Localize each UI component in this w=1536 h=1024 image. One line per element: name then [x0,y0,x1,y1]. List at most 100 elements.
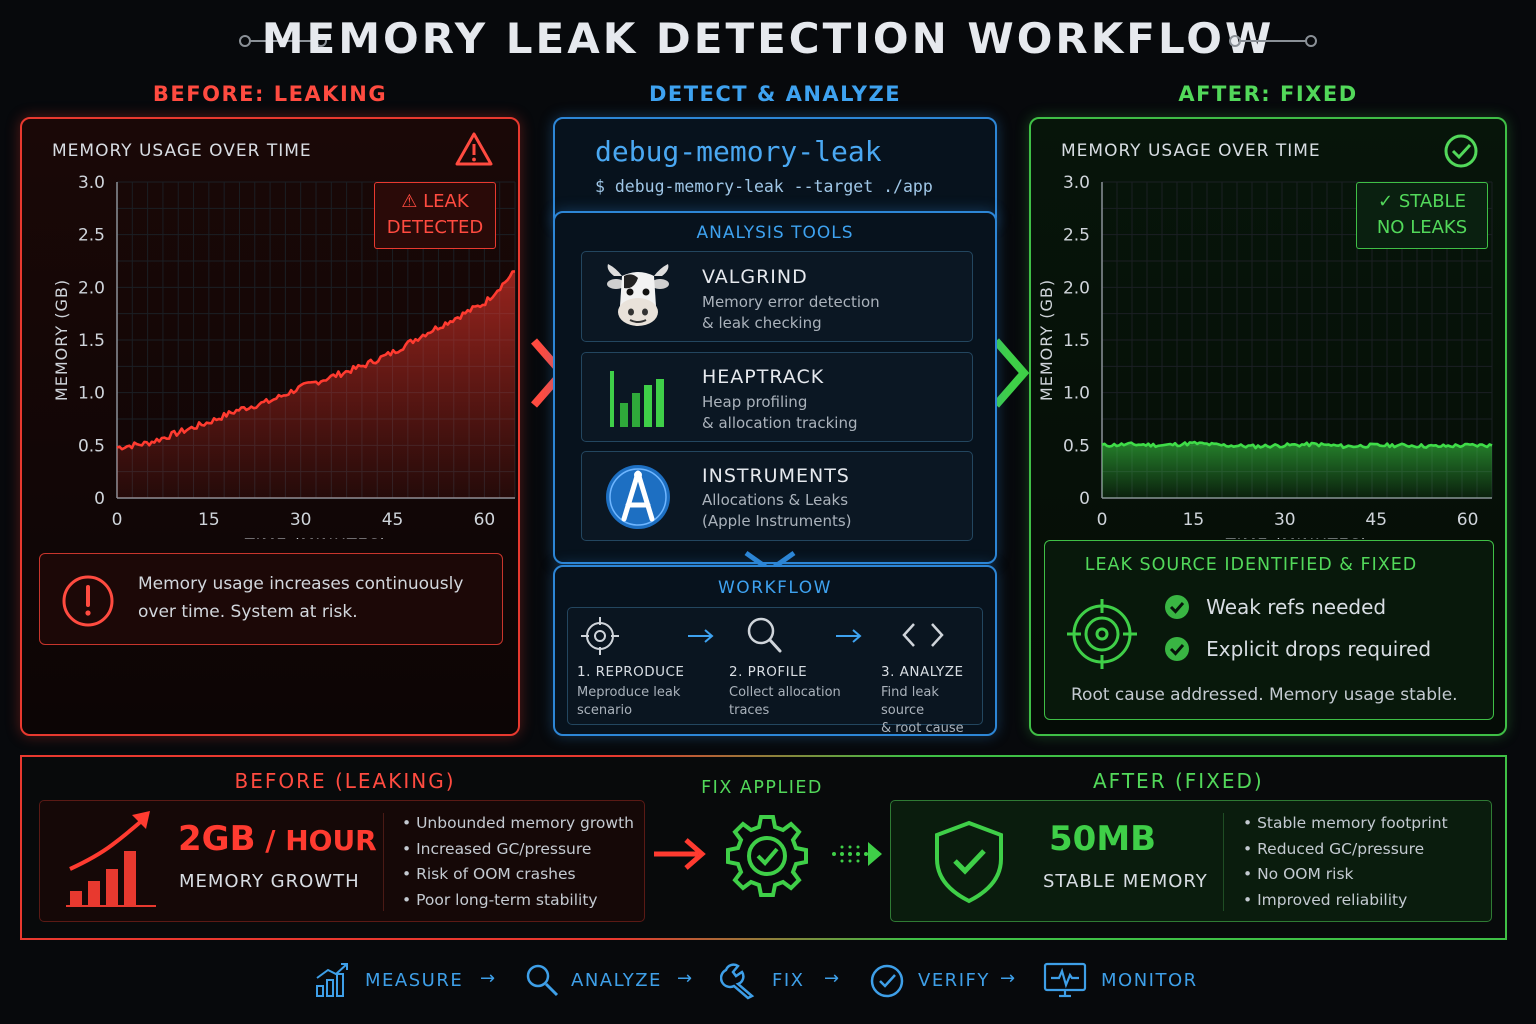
y-tick-label: 2.0 [1063,278,1090,298]
x-tick-label: 60 [1457,510,1479,530]
y-tick-label: 2.5 [1063,226,1090,246]
alert-text: Memory usage increases continuously over… [138,570,463,626]
step-label: 1. REPRODUCE [577,664,685,680]
before-bullets: • Unbounded memory growth • Increased GC… [402,811,634,913]
cow-icon [604,262,672,332]
step-description: Meproduce leak scenario [577,684,717,720]
bullet-text: Poor long-term stability [416,890,598,909]
tool-desc-line-2: & leak checking [702,314,822,332]
dotted-arrow-icon [830,837,886,871]
step-desc-line-1: Collect allocation [729,685,841,700]
magnifier-icon [744,614,784,656]
y-axis-label: MEMORY (GB) [52,279,71,401]
check-icon [1165,595,1189,619]
x-tick-label: 45 [1365,510,1387,530]
step-label: 3. ANALYZE [881,664,964,680]
tool-description: Heap profiling & allocation tracking [702,392,857,434]
tool-heaptrack[interactable]: HEAPTRACK Heap profiling & allocation tr… [581,352,973,442]
y-tick-label: 1.0 [78,384,105,404]
monitor-icon [1043,962,1087,1000]
summary-before-box: 2GB / HOUR MEMORY GROWTH • Unbounded mem… [39,800,645,922]
list-item: • Increased GC/pressure [402,839,592,858]
tool-desc-line-1: Allocations & Leaks [702,491,849,509]
fix-title: LEAK SOURCE IDENTIFIED & FIXED [1084,555,1418,575]
summary-before-title: BEFORE (LEAKING) [234,769,456,793]
divider [383,813,384,911]
step-description: Find leak source & root cause [881,684,985,738]
stable-caption: STABLE MEMORY [1043,871,1208,892]
bullet-text: Stable memory footprint [1257,814,1448,832]
y-axis-label: MEMORY (GB) [1037,279,1056,401]
tool-desc-line-2: & allocation tracking [702,414,858,432]
x-tick-label: 30 [1274,510,1296,530]
workflow-step-reproduce: 1. REPRODUCE Meproduce leak scenario [577,664,717,720]
y-tick-label: 0.5 [1063,436,1090,456]
after-bullets: • Stable memory footprint • Reduced GC/p… [1243,811,1448,913]
instruments-icon [604,461,676,533]
fix-applied-label: FIX APPLIED [701,778,823,798]
summary-band: BEFORE (LEAKING) 2GB / HOUR MEMORY GROWT… [20,755,1507,940]
step-arrow-icon [834,626,864,646]
list-item: • Risk of OOM crashes [402,865,576,883]
before-memory-chart: 00.51.01.52.02.53.0015304560TIME (MINUTE… [52,173,516,539]
page-title: MEMORY LEAK DETECTION WORKFLOW [261,14,1275,63]
fix-item-label: Weak refs needed [1206,595,1387,619]
tool-description: Memory error detection & leak checking [702,292,880,334]
check-icon [1165,637,1189,661]
search-icon [524,962,560,998]
stable-badge-line2: NO LEAKS [1376,217,1468,238]
divider [1223,813,1224,911]
step-label: 2. PROFILE [729,664,808,680]
exclamation-icon [61,574,115,628]
analysis-tools-panel: ANALYSIS TOOLS VALGRIND Memory error det… [553,211,997,564]
tool-desc-line-1: Heap profiling [702,393,808,411]
code-brackets-icon [900,620,946,650]
x-tick-label: 30 [290,510,312,530]
stable-badge-line1: ✓ STABLE [1378,191,1466,212]
list-item: • Unbounded memory growth [402,814,634,832]
y-tick-label: 0 [1079,489,1090,509]
fix-item-2: Explicit drops required [1165,637,1431,661]
tool-valgrind[interactable]: VALGRIND Memory error detection & leak c… [581,251,973,342]
footer-arrow: → [824,968,841,989]
fix-item-1: Weak refs needed [1165,595,1386,619]
workflow-step-profile: 2. PROFILE Collect allocation traces [729,664,869,720]
footer-step-fix: FIX [772,970,805,991]
leak-badge-line1: ⚠ LEAK [401,191,469,212]
y-tick-label: 2.0 [78,278,105,298]
step-desc-line-2: & root cause [881,721,964,736]
before-chart-title: MEMORY USAGE OVER TIME [52,141,312,161]
command-name: debug-memory-leak [595,135,882,168]
tool-description: Allocations & Leaks (Apple Instruments) [702,490,852,532]
x-tick-label: 0 [112,510,123,530]
footer-workflow: MEASURE → ANALYZE → FIX → VERIFY → MONIT… [0,958,1536,1006]
y-tick-label: 3.0 [78,173,105,193]
x-tick-label: 45 [382,510,404,530]
footer-step-monitor: MONITOR [1101,970,1198,991]
y-tick-label: 0.5 [78,436,105,456]
title-decor-left [238,33,328,47]
x-tick-label: 0 [1097,510,1108,530]
after-chart-title: MEMORY USAGE OVER TIME [1061,141,1321,161]
alert-line-1: Memory usage increases continuously [138,574,464,594]
alert-box: Memory usage increases continuously over… [39,553,503,645]
y-tick-label: 1.0 [1063,384,1090,404]
workflow-panel: WORKFLOW 1. REPRODUCE Meproduce leak sce… [553,565,997,736]
title-decor-right [1228,33,1318,47]
bar-chart-icon [608,367,674,429]
data-line [116,270,516,451]
fix-item-label: Explicit drops required [1206,637,1432,661]
red-arrow-icon [652,834,708,874]
chart-line-icon [314,962,350,998]
step-description: Collect allocation traces [729,684,869,720]
step-desc-line-1: Find leak source [881,685,939,718]
bullet-text: No OOM risk [1257,865,1354,883]
tool-instruments[interactable]: INSTRUMENTS Allocations & Leaks (Apple I… [581,451,973,541]
tool-name: INSTRUMENTS [702,465,850,487]
tool-desc-line-1: Memory error detection [702,293,880,311]
warning-icon [454,131,494,167]
leak-badge-line2: DETECTED [386,217,484,238]
summary-after-box: 50MB STABLE MEMORY • Stable memory footp… [890,800,1492,922]
footer-step-verify: VERIFY [918,970,990,991]
